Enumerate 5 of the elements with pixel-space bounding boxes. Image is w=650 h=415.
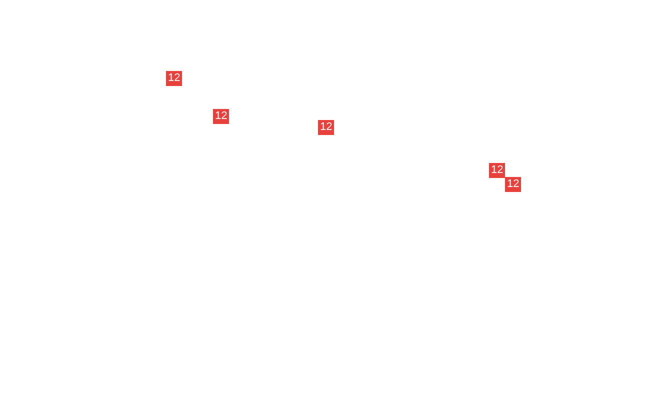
count-badge: 12 — [166, 71, 182, 86]
count-badge: 12 — [489, 163, 506, 178]
count-badge: 12 — [318, 120, 334, 135]
count-badge: 12 — [213, 109, 230, 124]
count-badge: 12 — [505, 177, 522, 192]
